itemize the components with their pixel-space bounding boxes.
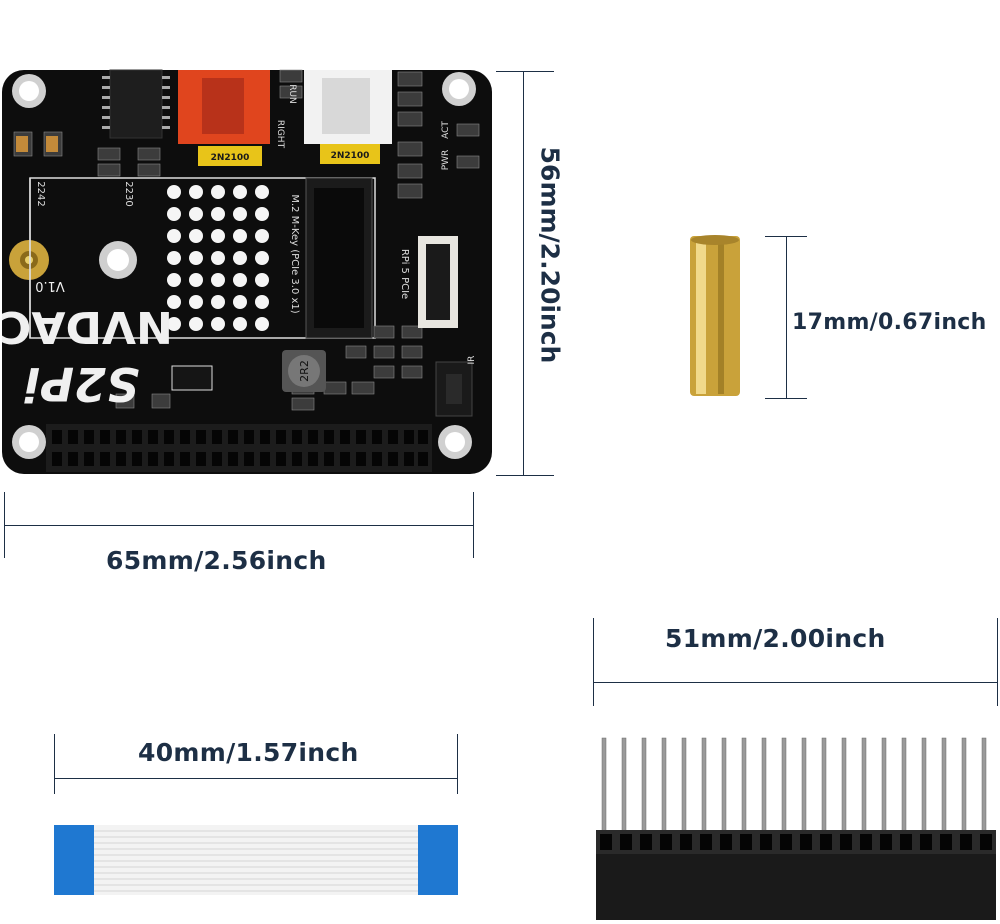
stacking-pin-header bbox=[596, 737, 996, 920]
height-dim-line bbox=[523, 71, 524, 475]
ir-label: IR bbox=[467, 356, 477, 365]
board-body bbox=[2, 70, 492, 474]
height-dim-top-tick bbox=[496, 71, 554, 72]
cable-dim-line bbox=[54, 778, 457, 779]
cable-length-label: 40mm/1.57inch bbox=[138, 738, 359, 767]
rca-red-jack bbox=[178, 70, 270, 144]
capacitor-1: 2N2100 bbox=[198, 146, 262, 166]
right-label: RIGHT bbox=[275, 120, 285, 149]
size-2242-label: 2242 bbox=[35, 181, 46, 206]
width-dim-right-tick bbox=[473, 492, 474, 558]
inductor: 2R2 bbox=[282, 350, 326, 392]
vent-hole-grid bbox=[167, 185, 269, 331]
cap-label-2: 2N2100 bbox=[331, 151, 370, 161]
cable-dim-right-tick bbox=[457, 734, 458, 794]
brand-logo: S2Pi bbox=[23, 357, 139, 411]
ffc-ribbon-cable bbox=[54, 825, 458, 895]
mounting-hole-tl bbox=[12, 74, 46, 108]
mounting-hole-tr bbox=[442, 72, 476, 106]
cable-dim-left-tick bbox=[54, 734, 55, 794]
header-dim-right-tick bbox=[997, 618, 998, 706]
brass-standoff bbox=[690, 235, 740, 396]
mounting-hole-br bbox=[438, 425, 472, 459]
product-name: NVDAC bbox=[2, 301, 173, 352]
cap-label-1: 2N2100 bbox=[211, 153, 250, 163]
inductor-label: 2R2 bbox=[298, 360, 311, 382]
standoff-dim-bottom-tick bbox=[765, 398, 807, 399]
width-dim-line bbox=[4, 525, 473, 526]
gpio-header bbox=[46, 424, 432, 472]
m2-standoff-2242 bbox=[9, 240, 49, 280]
nvdac-board: 2N2100 2N2100 bbox=[2, 69, 492, 474]
act-label: ACT bbox=[441, 121, 451, 139]
size-2230-label: 2230 bbox=[123, 181, 134, 206]
cable-stiffener-left bbox=[54, 825, 94, 895]
header-dim-left-tick bbox=[593, 618, 594, 706]
capacitor-2: 2N2100 bbox=[320, 144, 380, 164]
header-width-label: 51mm/2.00inch bbox=[665, 624, 886, 653]
m2-label: M.2 M-Key (PCIe 3.0 x1) bbox=[289, 194, 300, 313]
height-dim-bottom-tick bbox=[496, 475, 554, 476]
header-dim-line bbox=[593, 682, 997, 683]
pwr-label: PWR bbox=[441, 150, 451, 171]
standoff-length-label: 17mm/0.67inch bbox=[792, 310, 987, 335]
rca-white-jack bbox=[304, 70, 392, 144]
run-label: RUN bbox=[287, 84, 297, 104]
m2-standoff-2230 bbox=[99, 241, 137, 279]
cable-stiffener-right bbox=[418, 825, 458, 895]
small-ic bbox=[171, 365, 213, 391]
version-label: V1.0 bbox=[35, 278, 65, 293]
pcie-label: RPi 5 PCIe bbox=[399, 249, 410, 299]
board-width-label: 65mm/2.56inch bbox=[106, 546, 327, 575]
standoff-dim-line bbox=[786, 236, 787, 398]
mounting-hole-bl bbox=[12, 425, 46, 459]
dac-chip bbox=[109, 69, 163, 139]
board-height-label: 56mm/2.20inch bbox=[535, 146, 565, 364]
